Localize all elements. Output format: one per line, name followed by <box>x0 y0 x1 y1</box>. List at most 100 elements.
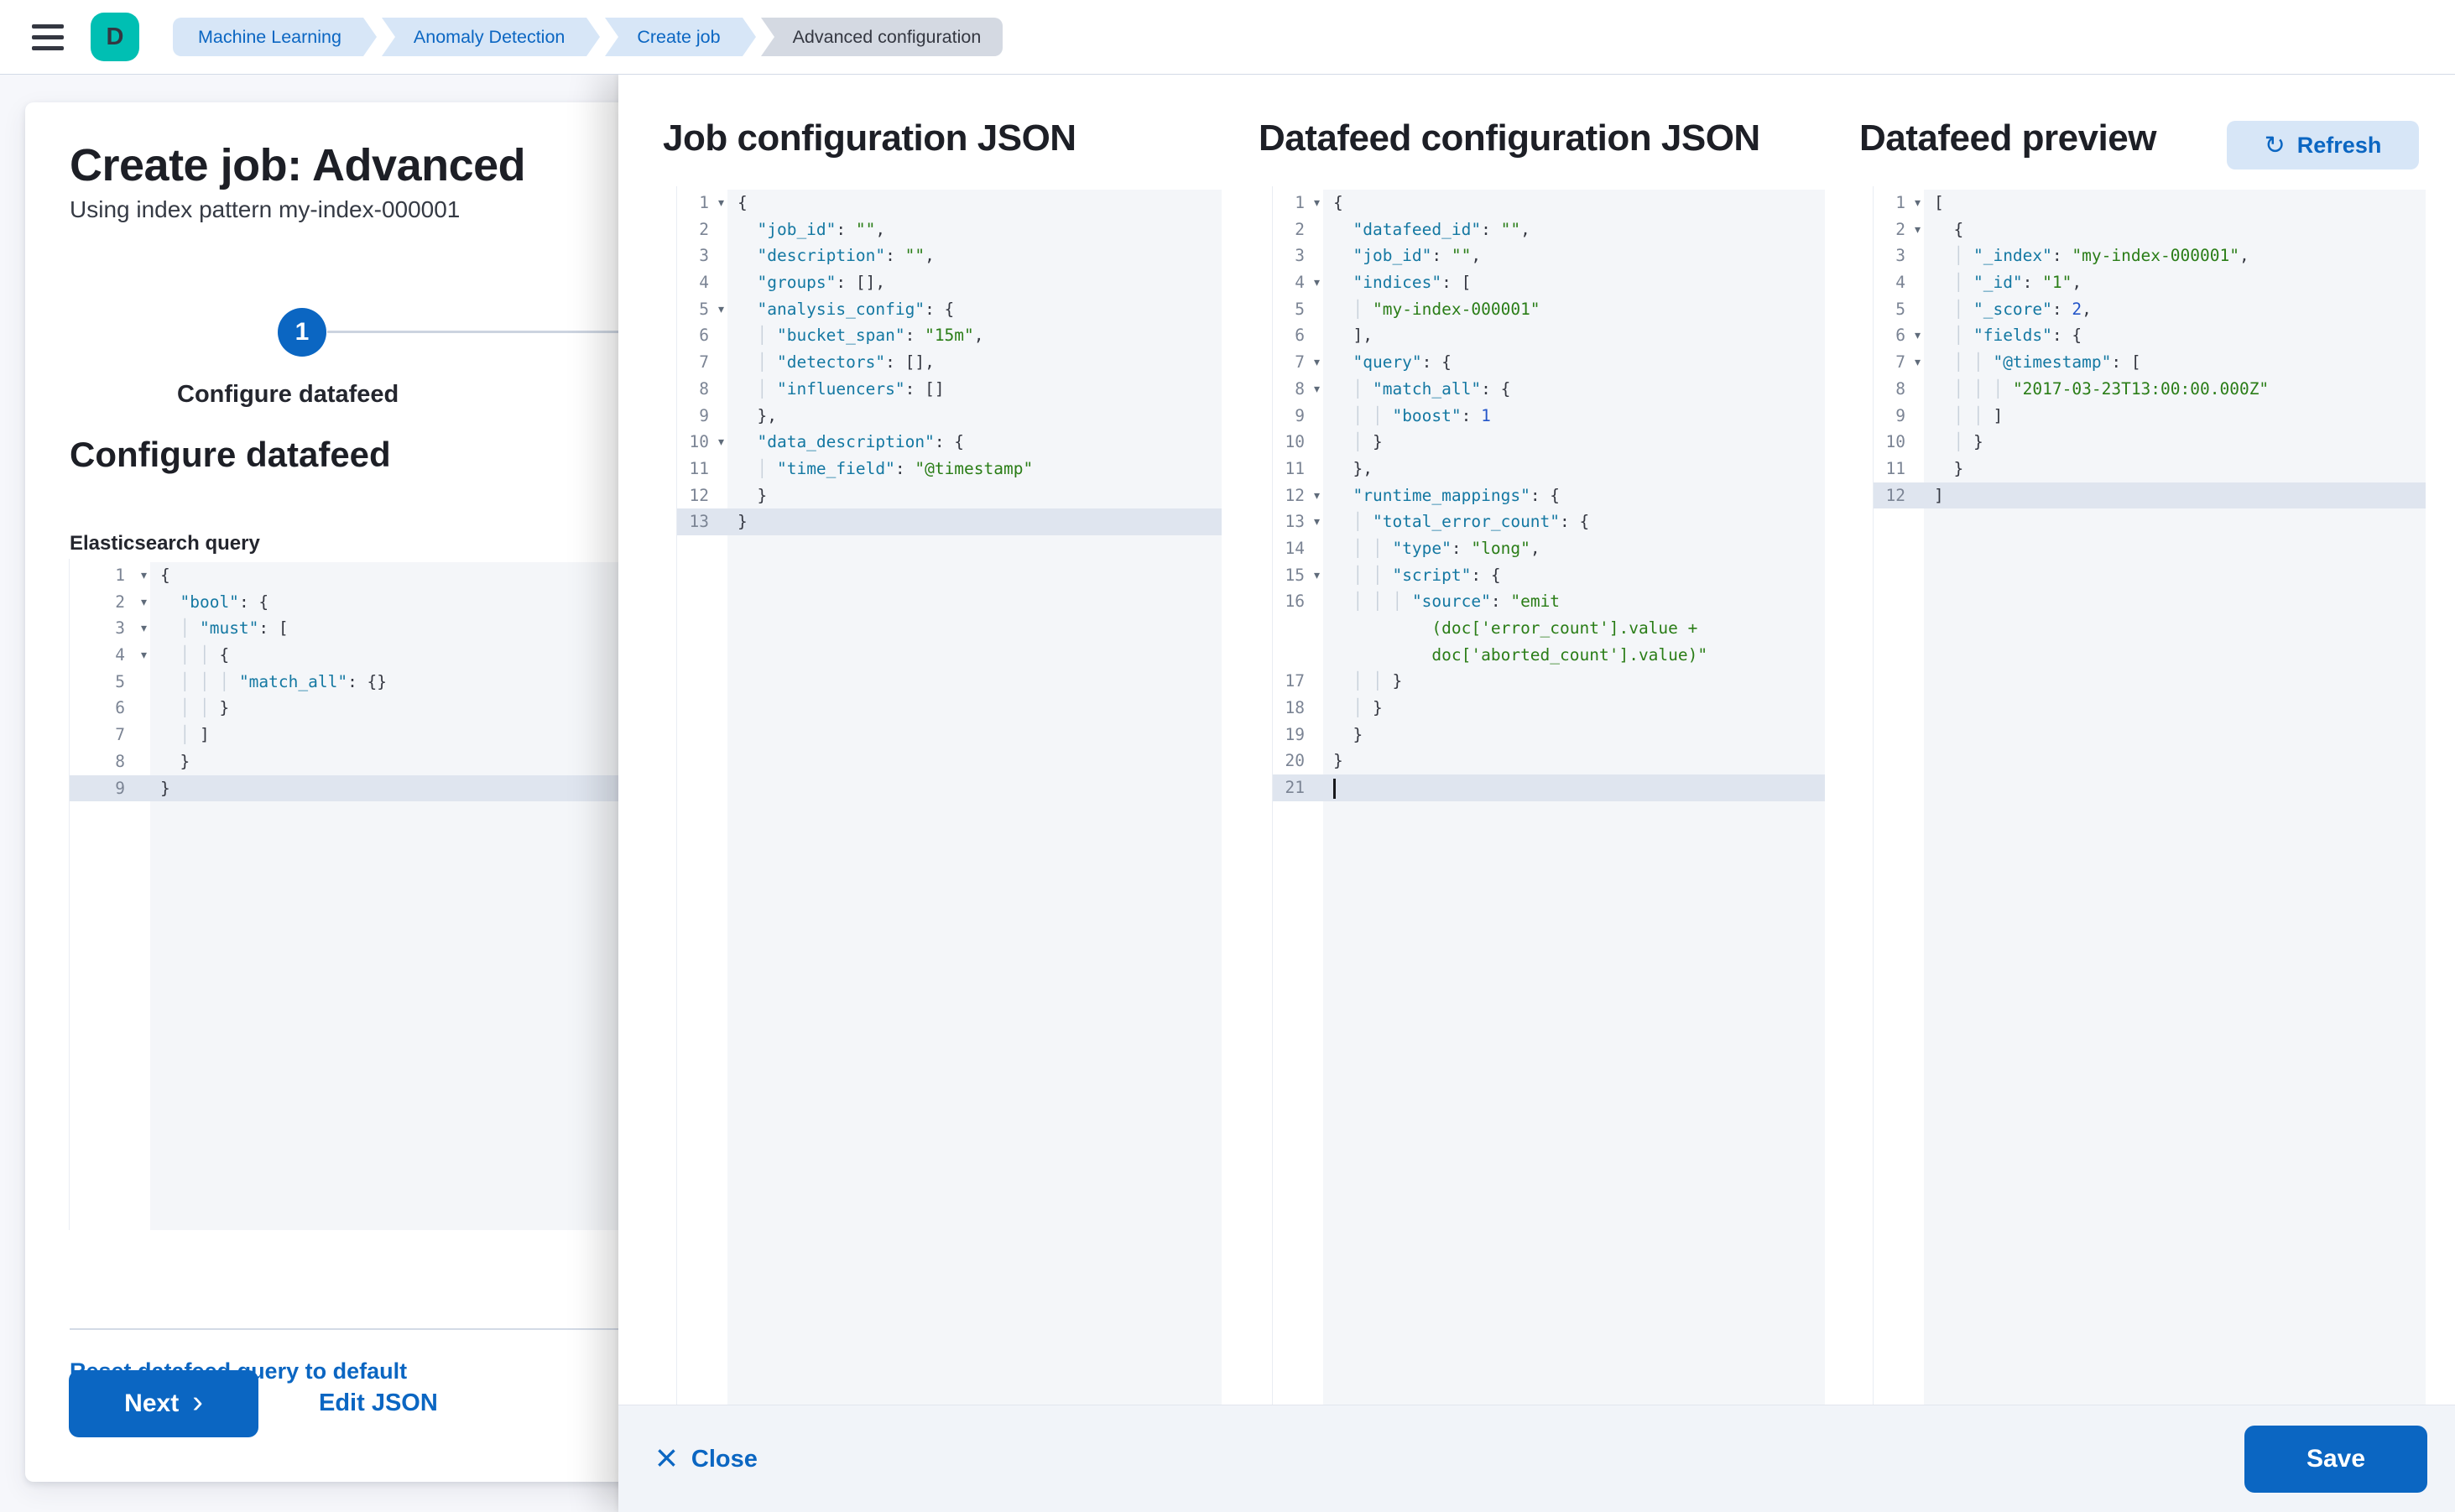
code-line[interactable]: 11 } <box>1874 455 2426 482</box>
code-line[interactable]: 11 │ "time_field": "@timestamp" <box>677 455 1222 482</box>
code-line[interactable]: 7▾ "query": { <box>1273 349 1825 376</box>
code-line[interactable]: 20} <box>1273 748 1825 775</box>
code-line[interactable]: 9} <box>70 774 651 802</box>
fold-arrow-icon[interactable]: ▾ <box>1313 196 1320 209</box>
code-line-text: │ "total_error_count": { <box>1323 508 1825 535</box>
code-line[interactable]: 7 │ ] <box>70 722 651 748</box>
fold-arrow-icon[interactable]: ▾ <box>140 621 147 635</box>
code-line[interactable]: 1▾{ <box>1273 190 1825 216</box>
fold-arrow-icon[interactable]: ▾ <box>1313 275 1320 289</box>
code-line[interactable]: 12] <box>1874 482 2426 509</box>
code-line[interactable]: 4 "groups": [], <box>677 269 1222 296</box>
code-line[interactable]: 12▾ "runtime_mappings": { <box>1273 482 1825 509</box>
code-line[interactable]: 1▾{ <box>677 190 1222 216</box>
code-line[interactable]: 13} <box>677 508 1222 535</box>
code-line[interactable]: 13▾ │ "total_error_count": { <box>1273 508 1825 535</box>
datafeed-preview-editor[interactable]: 1▾[2▾ {3 │ "_index": "my-index-000001",4… <box>1873 186 2426 1408</box>
code-line[interactable]: 5 │ "_score": 2, <box>1874 295 2426 323</box>
code-line[interactable]: 1▾{ <box>70 562 651 589</box>
code-line[interactable]: 9 │ │ "boost": 1 <box>1273 402 1825 430</box>
breadcrumb-create-job[interactable]: Create job <box>605 18 756 56</box>
code-line[interactable]: 15▾ │ │ "script": { <box>1273 561 1825 589</box>
fold-arrow-icon[interactable]: ▾ <box>1313 487 1320 502</box>
code-line[interactable]: 5▾ "analysis_config": { <box>677 295 1222 323</box>
editor-empty-area[interactable] <box>1874 508 2426 1408</box>
fold-arrow-icon[interactable]: ▾ <box>140 648 147 662</box>
code-line-text: (doc['error_count'].value + <box>1323 615 1825 642</box>
code-line[interactable]: 6 │ "bucket_span": "15m", <box>677 322 1222 350</box>
code-line[interactable]: 7 │ "detectors": [], <box>677 349 1222 376</box>
fold-arrow-icon[interactable]: ▾ <box>140 568 147 581</box>
code-line[interactable]: 19 } <box>1273 721 1825 748</box>
code-line[interactable]: (doc['error_count'].value + <box>1273 615 1825 642</box>
datafeed-config-editor[interactable]: 1▾{2 "datafeed_id": "",3 "job_id": "",4▾… <box>1272 186 1825 1408</box>
fold-arrow-icon[interactable]: ▾ <box>1313 567 1320 581</box>
editor-empty-area[interactable] <box>677 534 1222 1408</box>
code-line[interactable]: 10 │ } <box>1273 429 1825 456</box>
code-line[interactable]: 3 │ "_index": "my-index-000001", <box>1874 242 2426 270</box>
fold-arrow-icon[interactable]: ▾ <box>1914 196 1921 209</box>
menu-bar <box>32 45 64 50</box>
fold-arrow-icon[interactable]: ▾ <box>1914 355 1921 369</box>
avatar[interactable]: D <box>91 13 139 61</box>
next-button[interactable]: Next › <box>69 1370 258 1437</box>
code-line[interactable]: 1▾[ <box>1874 190 2426 216</box>
es-query-editor[interactable]: 1▾{2▾ "bool": {3▾ │ "must": [4▾ │ │ {5 │… <box>69 559 651 1230</box>
code-line[interactable]: 14 │ │ "type": "long", <box>1273 534 1825 562</box>
job-config-editor[interactable]: 1▾{2 "job_id": "",3 "description": "",4 … <box>676 186 1222 1408</box>
gutter-line-number: 1▾ <box>1273 190 1323 216</box>
code-line[interactable]: 6 │ │ } <box>70 695 651 722</box>
code-line[interactable]: 6▾ │ "fields": { <box>1874 322 2426 350</box>
fold-arrow-icon[interactable]: ▾ <box>140 594 147 608</box>
fold-arrow-icon[interactable]: ▾ <box>717 435 724 449</box>
code-line[interactable]: 2▾ { <box>1874 216 2426 243</box>
editor-empty-area[interactable] <box>1273 800 1825 1408</box>
fold-arrow-icon[interactable]: ▾ <box>717 196 724 209</box>
code-line[interactable]: 17 │ │ } <box>1273 668 1825 696</box>
gutter-line-number: 7 <box>70 722 150 748</box>
code-line[interactable]: 18 │ } <box>1273 695 1825 722</box>
code-line[interactable]: 2 "job_id": "", <box>677 216 1222 243</box>
step-1-indicator[interactable]: 1 <box>278 308 326 357</box>
code-line[interactable]: 4▾ "indices": [ <box>1273 269 1825 296</box>
code-line[interactable]: 10 │ } <box>1874 429 2426 456</box>
code-line[interactable]: doc['aborted_count'].value)" <box>1273 641 1825 669</box>
code-line[interactable]: 6 ], <box>1273 322 1825 350</box>
fold-arrow-icon[interactable]: ▾ <box>1313 381 1320 395</box>
code-line[interactable]: 2▾ "bool": { <box>70 588 651 616</box>
code-line[interactable]: 3▾ │ "must": [ <box>70 615 651 643</box>
code-line[interactable]: 11 }, <box>1273 455 1825 482</box>
flyout-footer: × Close Save <box>618 1405 2455 1512</box>
fold-arrow-icon[interactable]: ▾ <box>1313 514 1320 529</box>
fold-arrow-icon[interactable]: ▾ <box>1313 355 1320 369</box>
code-line[interactable]: 9 │ │ ] <box>1874 402 2426 430</box>
code-line[interactable]: 8 │ "influencers": [] <box>677 375 1222 403</box>
fold-arrow-icon[interactable]: ▾ <box>717 301 724 315</box>
code-line[interactable]: 3 "description": "", <box>677 242 1222 270</box>
refresh-button[interactable]: ↻ Refresh <box>2227 121 2419 169</box>
code-line[interactable]: 8▾ │ "match_all": { <box>1273 375 1825 403</box>
code-line[interactable]: 5 │ "my-index-000001" <box>1273 295 1825 323</box>
save-button[interactable]: Save <box>2244 1426 2427 1493</box>
code-line[interactable]: 21 <box>1273 774 1825 801</box>
code-line[interactable]: 9 }, <box>677 402 1222 430</box>
code-line[interactable]: 10▾ "data_description": { <box>677 429 1222 456</box>
code-line[interactable]: 8 │ │ │ "2017-03-23T13:00:00.000Z" <box>1874 375 2426 403</box>
breadcrumb-machine-learning[interactable]: Machine Learning <box>173 18 377 56</box>
code-line[interactable]: 4 │ "_id": "1", <box>1874 269 2426 296</box>
code-line[interactable]: 8 } <box>70 748 651 775</box>
code-line[interactable]: 7▾ │ │ "@timestamp": [ <box>1874 349 2426 376</box>
code-line[interactable]: 12 } <box>677 482 1222 509</box>
fold-arrow-icon[interactable]: ▾ <box>1914 328 1921 342</box>
breadcrumb-anomaly-detection[interactable]: Anomaly Detection <box>381 18 601 56</box>
code-line[interactable]: 4▾ │ │ { <box>70 642 651 669</box>
close-button[interactable]: × Close <box>655 1438 758 1477</box>
edit-json-link[interactable]: Edit JSON <box>319 1389 438 1416</box>
fold-arrow-icon[interactable]: ▾ <box>1914 222 1921 236</box>
code-line[interactable]: 2 "datafeed_id": "", <box>1273 216 1825 243</box>
code-line[interactable]: 5 │ │ │ "match_all": {} <box>70 668 651 696</box>
editor-empty-area[interactable] <box>70 801 651 1230</box>
menu-icon[interactable] <box>32 23 64 50</box>
code-line[interactable]: 16 │ │ │ "source": "emit <box>1273 588 1825 615</box>
code-line[interactable]: 3 "job_id": "", <box>1273 242 1825 270</box>
